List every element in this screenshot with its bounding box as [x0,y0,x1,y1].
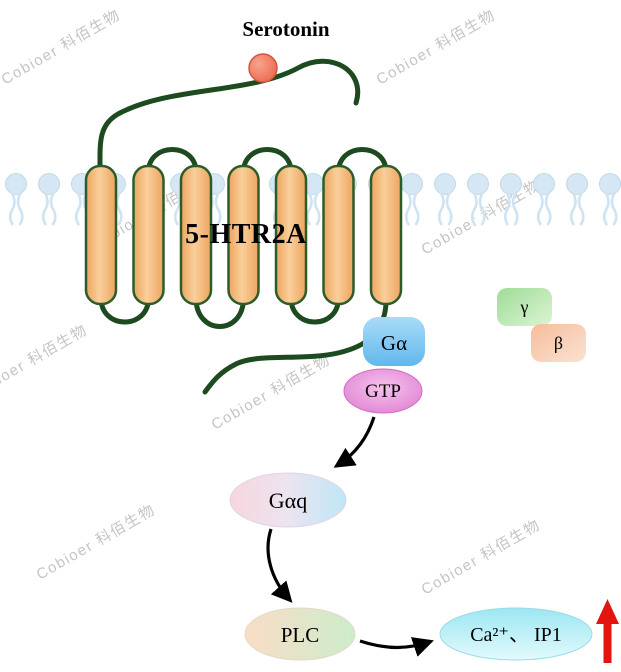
gamma-subunit [497,288,552,326]
watermark-text: Cobioer 科佰生物 [0,6,124,88]
signal-arrows [266,416,434,657]
helix-2 [132,164,165,306]
gtp-label: GTP [365,381,401,402]
helix-1 [84,164,118,306]
helix-4 [227,164,260,306]
serotonin-label: Serotonin [242,17,329,41]
intracellular-loop [98,295,151,325]
extracellular-loop [336,147,389,175]
n-terminus-loop [97,58,361,169]
helix-3 [179,164,213,306]
watermark-text: Cobioer 科佰生物 [34,501,159,583]
arrow-plc-to-output [359,637,434,657]
helix-7 [369,164,403,306]
helix-6 [322,164,355,306]
gtp-molecule [343,368,423,414]
beta-subunit [531,324,586,362]
g-alpha-q-node [229,472,347,528]
second-messenger-label: Ca²⁺、 IP1 [470,624,562,646]
receptor-label: 5-HTR2A [185,219,307,250]
beta-label: β [554,333,563,353]
intracellular-loop [288,295,341,325]
extracellular-loop [146,147,199,175]
second-messenger-node [439,607,593,661]
watermark-text: Cobioer 科佰生物 [0,321,91,403]
arrow-gaq-to-plc [266,528,293,603]
plc-label: PLC [281,623,320,647]
plc-node [244,607,356,661]
arrow-gtp-to-gaq [333,416,376,468]
g-alpha-q-label: Gαq [269,488,307,513]
g-alpha-subunit [363,317,425,366]
watermark-text: Cobioer 科佰生物 [374,6,499,88]
transmembrane-helices [84,164,403,306]
gamma-label: γ [520,297,529,317]
serotonin-ligand [248,53,278,83]
watermark-text: Cobioer 科佰生物 [419,516,544,598]
g-alpha-label: Gα [381,331,407,355]
helix-5 [274,164,308,306]
watermark-text: Cobioer 科佰生物 [209,351,334,433]
extracellular-loop [241,147,294,175]
intracellular-loop [193,295,246,329]
increase-arrow-icon [596,599,619,663]
receptor-loops [97,58,389,395]
